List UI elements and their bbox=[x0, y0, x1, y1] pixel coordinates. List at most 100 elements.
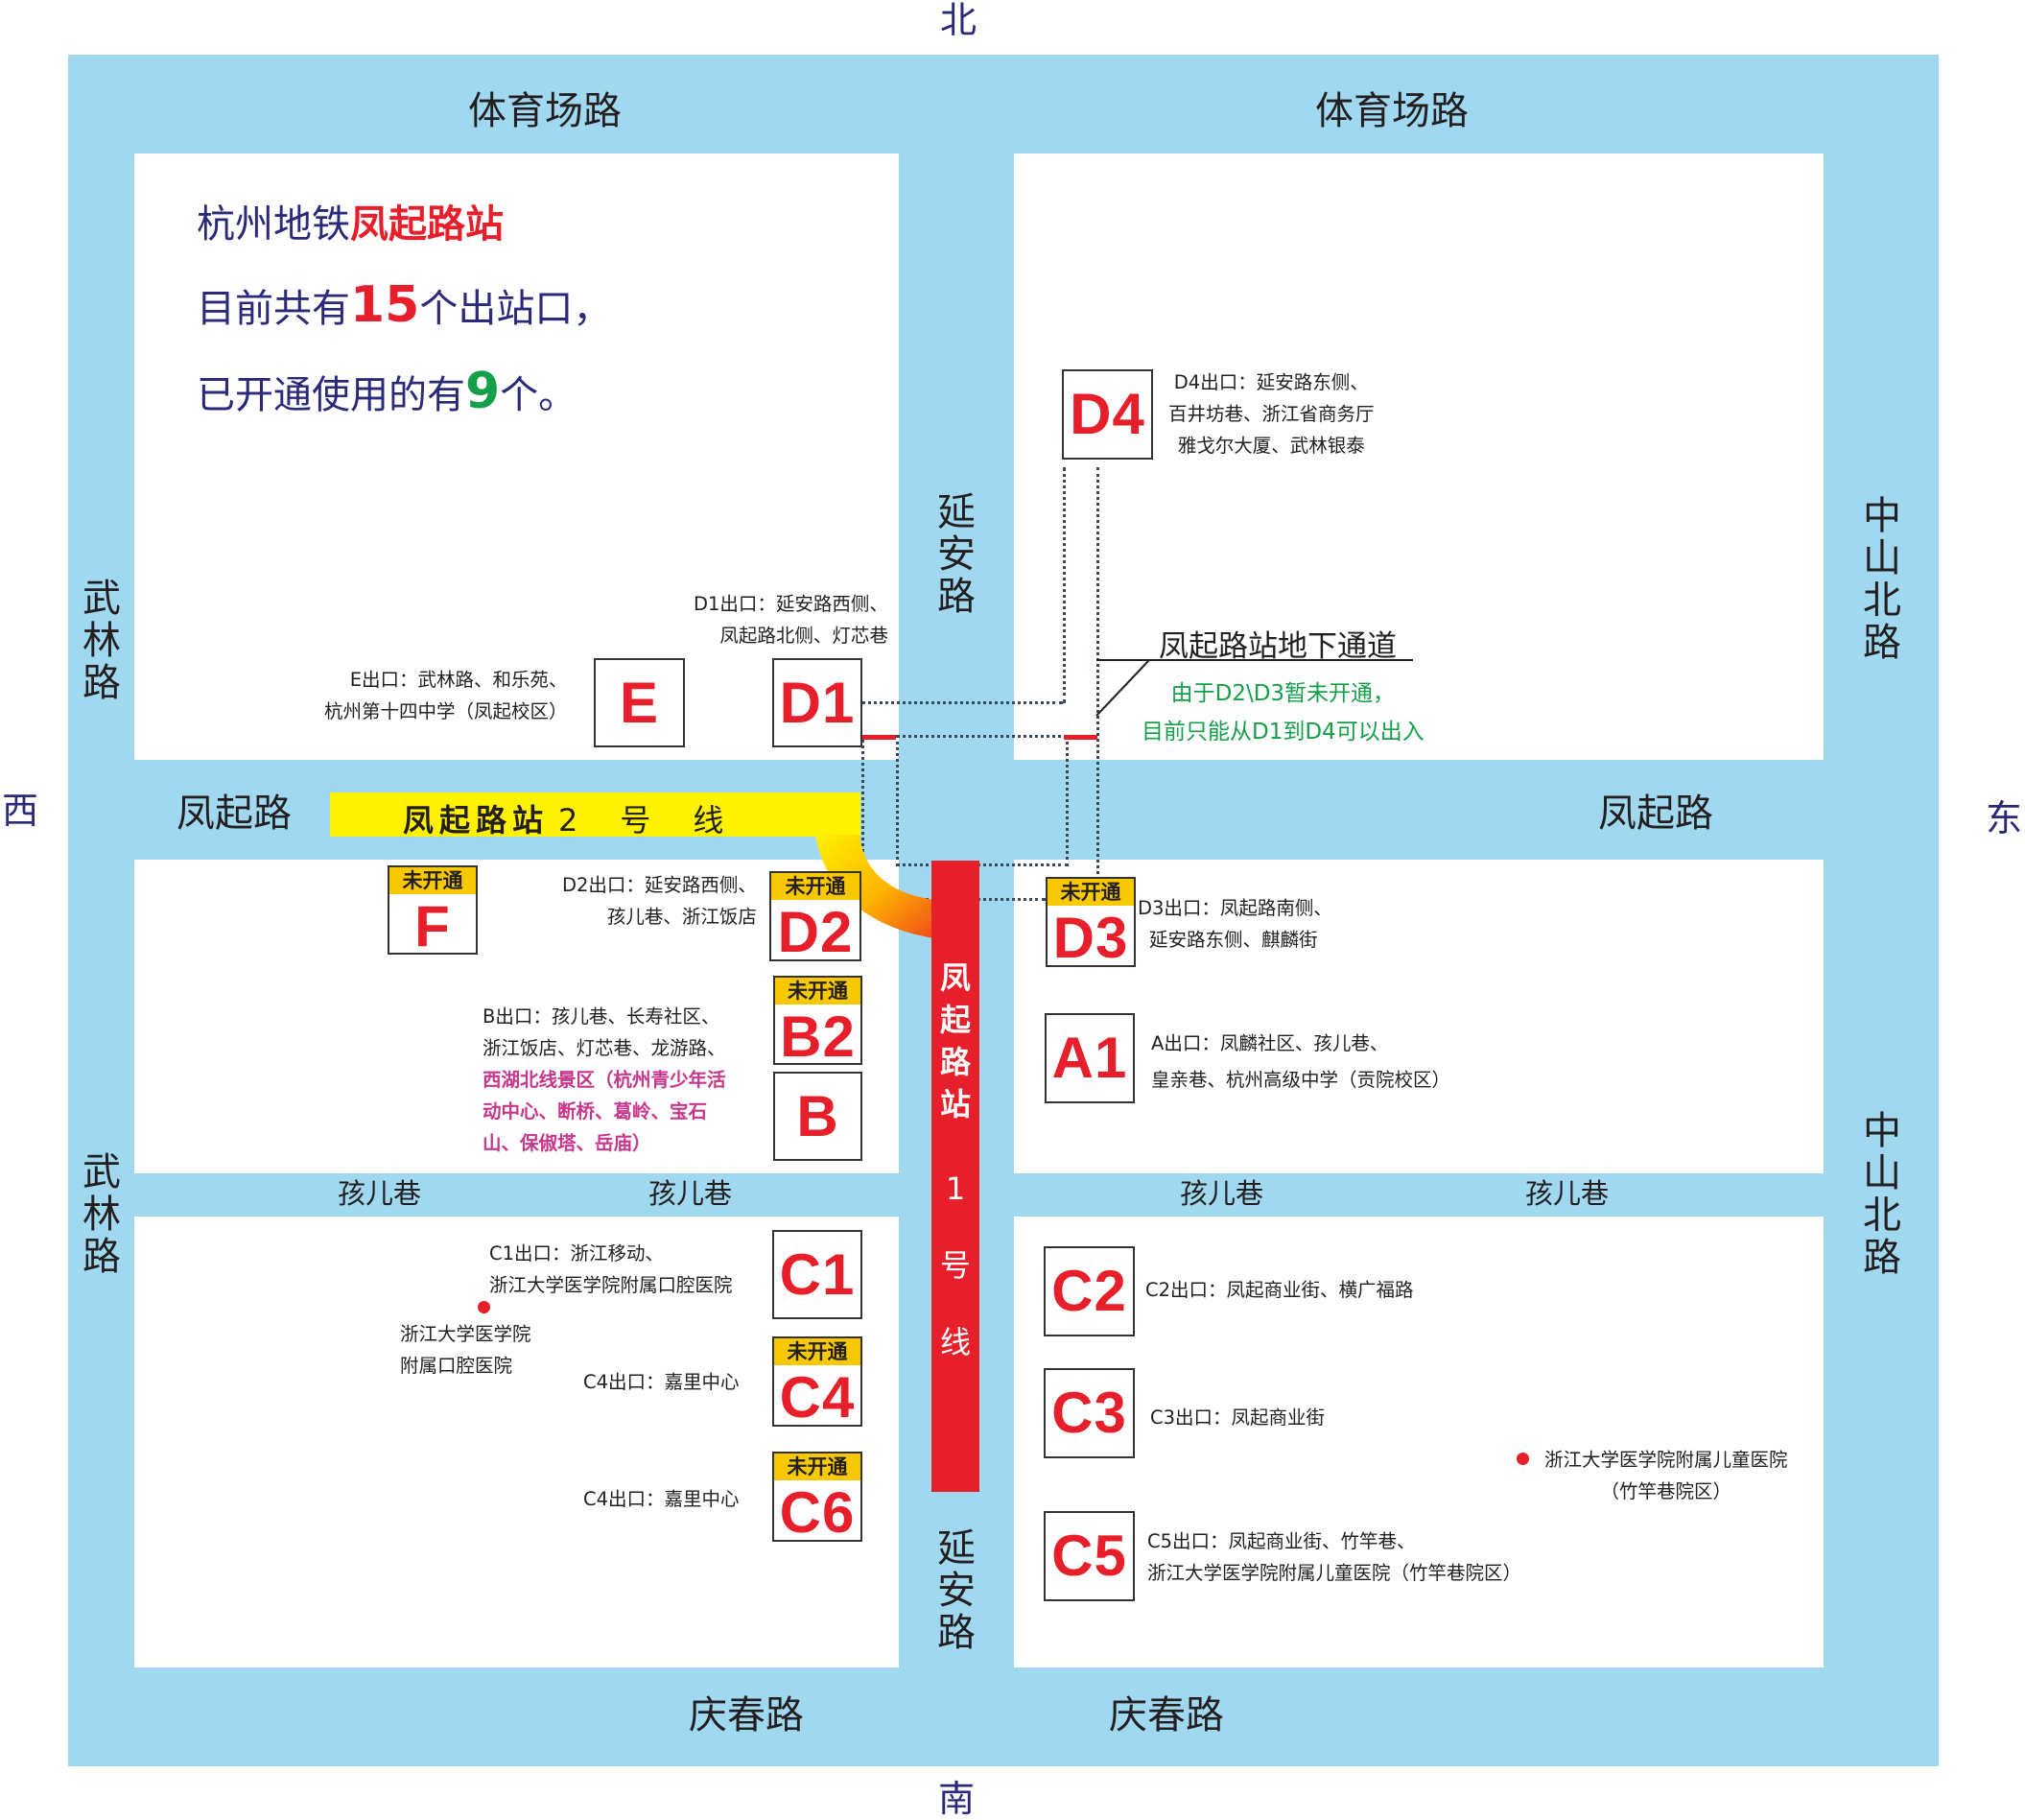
landmark-line: 浙江大学医学院附属儿童医院 bbox=[1544, 1449, 1788, 1471]
exit-d3[interactable]: 未开通 D3 bbox=[1046, 877, 1136, 967]
line-1-char: 起 bbox=[939, 1002, 971, 1038]
metro-line-2-curve bbox=[815, 835, 935, 938]
exit-e[interactable]: E bbox=[594, 658, 685, 747]
block-southeast bbox=[1014, 1217, 1824, 1667]
desc-line-highlight: 西湖北线景区（杭州青少年活 bbox=[483, 1069, 726, 1091]
total-exit-count: 15 bbox=[350, 276, 420, 334]
exit-d2[interactable]: 未开通 D2 bbox=[769, 871, 861, 961]
desc-line-highlight: 山、保俶塔、岳庙） bbox=[483, 1132, 651, 1154]
desc-line: D3出口：凤起路南侧、 bbox=[1138, 897, 1332, 919]
landmark-line: （竹竿巷院区） bbox=[1600, 1480, 1732, 1502]
exit-c1-description: C1出口：浙江移动、 浙江大学医学院附属口腔医院 bbox=[489, 1238, 733, 1301]
line-1-char: 凤 bbox=[939, 959, 971, 996]
exit-code: E bbox=[619, 670, 660, 735]
exit-a1-description: A出口：凤麟社区、孩儿巷、 皇亲巷、杭州高级中学（贡院校区） bbox=[1151, 1026, 1450, 1099]
line-2-station: 凤起路站 bbox=[403, 802, 550, 839]
exit-code: D3 bbox=[1052, 906, 1129, 970]
desc-line: 延安路东侧、麒麟街 bbox=[1149, 929, 1318, 951]
dental-hospital-label: 浙江大学医学院 附属口腔医院 bbox=[400, 1318, 531, 1382]
road-label-wulin-lower: 武林路 bbox=[82, 1150, 121, 1279]
exit-d4-description: D4出口：延安路东侧、 百井坊巷、浙江省商务厅 雅戈尔大厦、武林银泰 bbox=[1168, 366, 1375, 461]
exit-c5[interactable]: C5 bbox=[1044, 1511, 1135, 1601]
exit-b[interactable]: B bbox=[773, 1072, 862, 1161]
desc-line: 百井坊巷、浙江省商务厅 bbox=[1168, 403, 1375, 425]
landmark-line: 附属口腔医院 bbox=[400, 1355, 513, 1377]
open-exit-count: 9 bbox=[465, 363, 501, 420]
road-label-tiyuchang-east: 体育场路 bbox=[1315, 89, 1469, 133]
intro-text: 已开通使用的有 bbox=[197, 373, 465, 417]
not-open-badge: 未开通 bbox=[389, 867, 476, 894]
compass-south: 南 bbox=[938, 1778, 976, 1820]
exit-c6[interactable]: 未开通 C6 bbox=[772, 1452, 862, 1542]
not-open-badge: 未开通 bbox=[774, 1454, 860, 1480]
exit-a1[interactable]: A1 bbox=[1045, 1013, 1135, 1103]
desc-line: 皇亲巷、杭州高级中学（贡院校区） bbox=[1151, 1069, 1451, 1091]
line-1-label: 号 bbox=[939, 1247, 971, 1284]
exit-code: F bbox=[414, 894, 451, 958]
desc-line: C2出口：凤起商业街、横广福路 bbox=[1145, 1279, 1414, 1301]
line-2-label: 线 bbox=[693, 802, 757, 839]
exit-c4-description: C4出口：嘉里中心 bbox=[583, 1366, 740, 1398]
exit-code: C1 bbox=[779, 1241, 856, 1307]
exit-d2-description: D2出口：延安路西侧、 孩儿巷、浙江饭店 bbox=[562, 869, 757, 933]
exit-e-description: E出口：武林路、和乐苑、 杭州第十四中学（凤起校区） bbox=[324, 664, 568, 727]
exit-d3-description: D3出口：凤起路南侧、 延安路东侧、麒麟街 bbox=[1138, 892, 1332, 956]
underpass-path bbox=[1063, 467, 1066, 703]
not-open-badge: 未开通 bbox=[1048, 879, 1134, 906]
exit-d1-description: D1出口：延安路西侧、 凤起路北侧、灯芯巷 bbox=[694, 588, 888, 651]
exit-code: C5 bbox=[1051, 1524, 1127, 1588]
desc-line: C5出口：凤起商业街、竹竿巷、 bbox=[1147, 1530, 1416, 1552]
exit-b-description: B出口：孩儿巷、长寿社区、 浙江饭店、灯芯巷、龙游路、 西湖北线景区（杭州青少年… bbox=[483, 1001, 726, 1159]
exit-f[interactable]: 未开通 F bbox=[388, 865, 478, 958]
road-label-haier-lane-2: 孩儿巷 bbox=[648, 1177, 733, 1210]
exit-c1[interactable]: C1 bbox=[772, 1230, 862, 1319]
intro-line-3: 已开通使用的有9个。 bbox=[197, 366, 577, 416]
desc-line: B出口：孩儿巷、长寿社区、 bbox=[483, 1005, 720, 1028]
road-label-haier-lane-3: 孩儿巷 bbox=[1180, 1177, 1264, 1210]
exit-code: D1 bbox=[779, 670, 856, 735]
underpass-title-underline bbox=[1096, 659, 1413, 661]
childrens-hospital-label: 浙江大学医学院附属儿童医院 （竹竿巷院区） bbox=[1544, 1444, 1788, 1507]
desc-line: 杭州第十四中学（凤起校区） bbox=[324, 700, 568, 722]
intro-line-2: 目前共有15个出站口， bbox=[197, 280, 611, 330]
exit-c2[interactable]: C2 bbox=[1044, 1246, 1135, 1336]
intro-text: 目前共有 bbox=[197, 287, 350, 331]
road-label-fengqi-west: 凤起路 bbox=[177, 792, 292, 836]
exit-code: B2 bbox=[780, 1005, 856, 1069]
underpass-path bbox=[1096, 467, 1099, 880]
exit-c6-description: C4出口：嘉里中心 bbox=[583, 1483, 740, 1515]
exit-code: D2 bbox=[777, 900, 854, 964]
line-2-label: 号 bbox=[620, 802, 684, 839]
line-1-number: 1 bbox=[945, 1170, 966, 1207]
line-1-char: 站 bbox=[939, 1086, 971, 1123]
exit-code: C6 bbox=[779, 1480, 856, 1545]
landmark-line: 浙江大学医学院 bbox=[400, 1323, 531, 1345]
metro-line-1-label: 凤 起 路 站 1 号 线 bbox=[931, 957, 979, 1381]
metro-line-1-bar: 凤 起 路 站 1 号 线 bbox=[931, 861, 979, 1492]
exit-d4[interactable]: D4 bbox=[1062, 369, 1153, 460]
exit-c3[interactable]: C3 bbox=[1044, 1368, 1135, 1458]
desc-line: C4出口：嘉里中心 bbox=[583, 1488, 740, 1510]
underpass-path bbox=[861, 735, 864, 898]
exit-c4[interactable]: 未开通 C4 bbox=[772, 1336, 862, 1427]
block-east-middle bbox=[1014, 860, 1824, 1173]
compass-west: 西 bbox=[2, 790, 39, 832]
desc-line: 雅戈尔大厦、武林银泰 bbox=[1177, 435, 1365, 457]
road-label-qingchun-east: 庆春路 bbox=[1109, 1693, 1224, 1737]
exit-code: B bbox=[796, 1083, 839, 1148]
childrens-hospital-marker-icon bbox=[1517, 1453, 1529, 1465]
desc-line: D2出口：延安路西侧、 bbox=[562, 874, 757, 896]
road-label-zhongshan-lower: 中山北路 bbox=[1863, 1109, 1901, 1280]
not-open-badge: 未开通 bbox=[774, 1338, 860, 1365]
road-label-zhongshan-upper: 中山北路 bbox=[1863, 494, 1901, 665]
dental-hospital-marker-icon bbox=[478, 1301, 490, 1313]
underpass-note-line-2: 目前只能从D1到D4可以出入 bbox=[1142, 720, 1425, 745]
callout-leader-line bbox=[1095, 659, 1150, 717]
exit-d1[interactable]: D1 bbox=[772, 658, 862, 747]
exit-b2[interactable]: 未开通 B2 bbox=[773, 976, 862, 1069]
desc-line-highlight: 动中心、断桥、葛岭、宝石 bbox=[483, 1100, 708, 1123]
desc-line: 浙江大学医学院附属儿童医院（竹竿巷院区） bbox=[1147, 1562, 1522, 1584]
desc-line: 孩儿巷、浙江饭店 bbox=[606, 906, 757, 928]
line-1-label: 线 bbox=[939, 1324, 971, 1360]
